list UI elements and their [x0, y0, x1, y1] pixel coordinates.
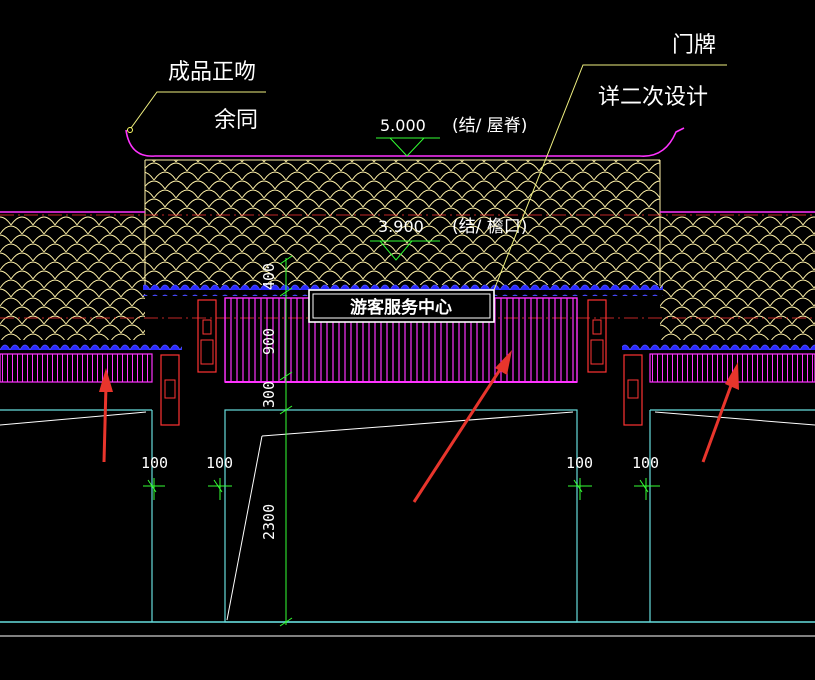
- svg-text:100: 100: [632, 454, 659, 472]
- left-railing: [0, 353, 153, 383]
- dim-100-b: 100: [206, 454, 233, 500]
- ridge-ornament-line1: 成品正吻: [168, 60, 256, 85]
- svg-text:100: 100: [206, 454, 233, 472]
- main-ridge-curve: [125, 127, 685, 157]
- ridge-ornament-marker: [127, 127, 133, 133]
- dim-100-c: 100: [566, 454, 593, 500]
- railings-group: [0, 297, 815, 383]
- dimensions-group: 400 900 300 2300 100 100 100 100: [141, 255, 660, 627]
- ridge-ornament-line2: 余同: [214, 108, 258, 133]
- arrow-right-railing: [701, 362, 739, 463]
- arrow-left-railing: [99, 368, 113, 463]
- left-side-roof-tiles: [0, 216, 145, 340]
- right-side-roof-tiles: [660, 216, 815, 340]
- left-eave-band: [0, 340, 182, 352]
- svg-text:100: 100: [566, 454, 593, 472]
- dim-400: 400: [260, 263, 278, 290]
- dim-300: 300: [260, 381, 278, 408]
- walls-group: [0, 409, 815, 637]
- signboard: 游客服务中心: [308, 289, 495, 323]
- roof-group: [0, 127, 815, 352]
- signboard-text: 游客服务中心: [350, 297, 452, 318]
- ridge-ornament-callout: 成品正吻 余同: [130, 60, 266, 133]
- dim-2300: 2300: [260, 504, 278, 540]
- main-roof-tiles: [145, 160, 660, 285]
- svg-text:100: 100: [141, 454, 168, 472]
- right-eave-band: [622, 340, 815, 352]
- ridge-level-note: (结/ 屋脊): [452, 116, 527, 136]
- dim-100-d: 100: [632, 454, 660, 500]
- ridge-level-value: 5.000: [380, 116, 426, 135]
- eave-level-marker: 3.900 (结/ 檐口): [370, 217, 527, 261]
- ridge-level-marker: 5.000 (结/ 屋脊): [376, 116, 527, 157]
- left-lantern-upper: [197, 299, 217, 373]
- right-lantern-lower: [623, 354, 643, 426]
- arrow-gate-screen: [412, 350, 512, 503]
- sign-note-line2: 详二次设计: [598, 85, 708, 110]
- dim-100-a: 100: [141, 454, 168, 500]
- sign-note-callout: 门牌 详二次设计: [493, 33, 727, 291]
- sign-note-line1: 门牌: [672, 33, 716, 58]
- eave-level-value: 3.900: [378, 217, 424, 236]
- right-lantern-upper: [587, 299, 607, 373]
- highlight-arrows: [99, 350, 739, 503]
- left-lantern-lower: [160, 354, 180, 426]
- dim-900: 900: [260, 328, 278, 355]
- eave-level-note: (结/ 檐口): [452, 217, 527, 237]
- right-railing: [649, 353, 815, 383]
- pillar-ornaments: [160, 299, 643, 426]
